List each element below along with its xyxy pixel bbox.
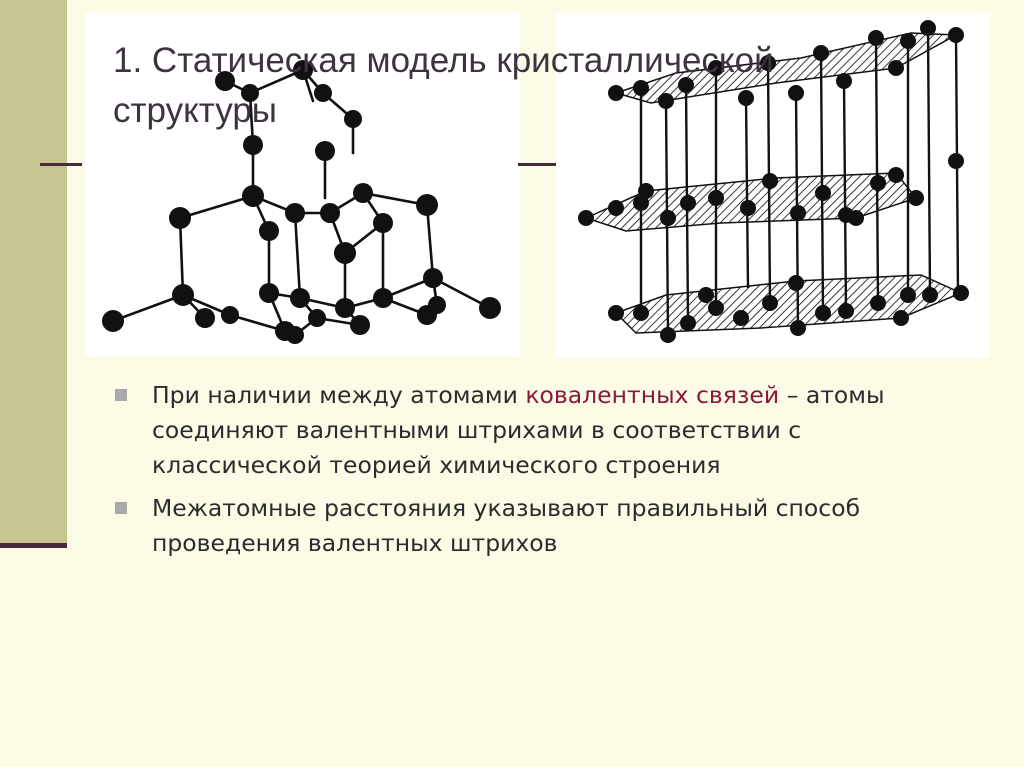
bullet-square-icon	[115, 389, 127, 401]
bullet-item: При наличии между атомами ковалентных св…	[112, 378, 912, 483]
slide-title-line-2: структуры	[113, 91, 277, 130]
diamond-lattice-image	[85, 13, 520, 356]
title-rule-left	[40, 163, 82, 166]
bullet-text-start: При наличии между атомами	[152, 381, 526, 409]
title-rule-right	[518, 163, 556, 166]
bullet-text-end: – атомы соединяют валентными штрихами в …	[152, 381, 885, 479]
bullet-highlight-term: ковалентных связей	[525, 381, 780, 409]
bullet-list: При наличии между атомами ковалентных св…	[112, 378, 912, 569]
graphite-lattice-image	[556, 13, 990, 358]
side-accent-rule	[0, 543, 67, 548]
diamond-lattice-drawing	[102, 60, 501, 344]
bullet-square-icon	[115, 502, 127, 514]
side-accent-bar	[0, 0, 67, 546]
slide-title: 1. Статическая модель кристаллической ст…	[113, 36, 913, 136]
bullet-text: Межатомные расстояния указывают правильн…	[152, 494, 861, 557]
bullet-item: Межатомные расстояния указывают правильн…	[112, 491, 912, 561]
graphite-lattice-drawing	[578, 20, 969, 343]
slide-title-line-1: 1. Статическая модель кристаллической	[113, 41, 774, 80]
